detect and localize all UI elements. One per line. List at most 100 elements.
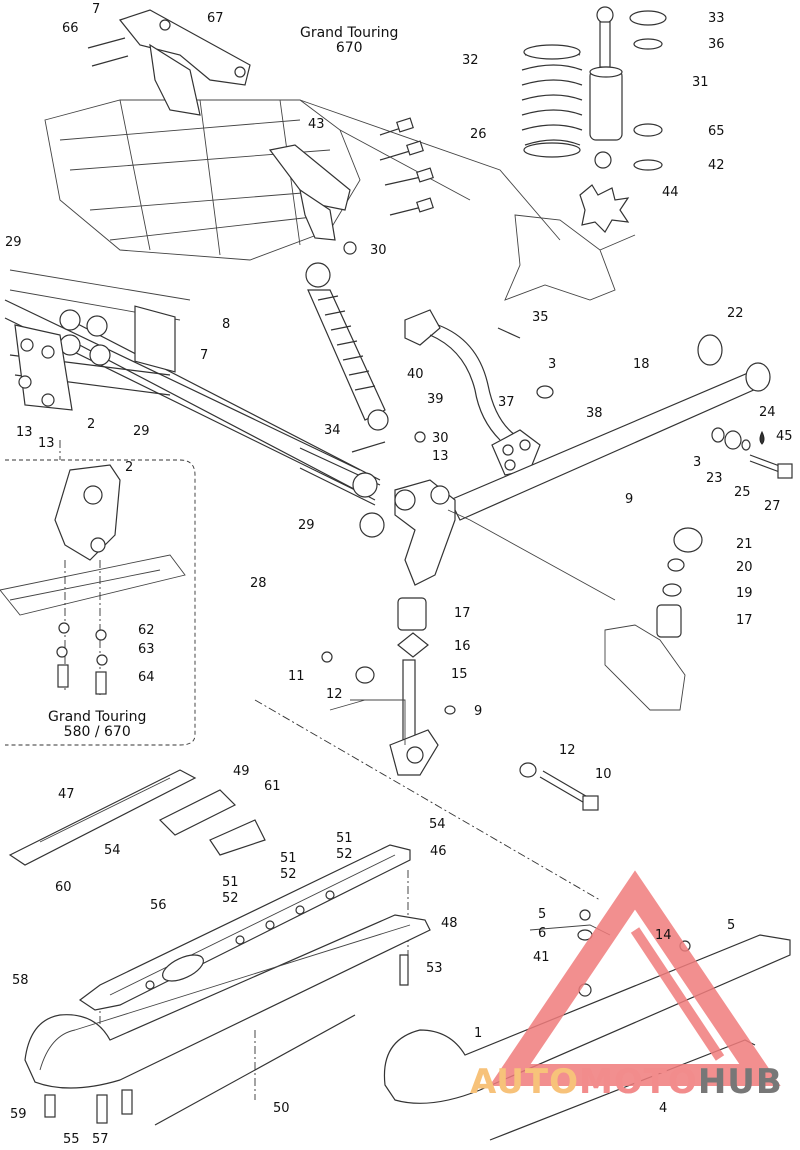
spindle-bolt — [519, 762, 599, 811]
part-label-1: 1 — [474, 1026, 483, 1041]
inset-box — [0, 459, 196, 746]
part-label-42: 42 — [708, 158, 725, 173]
part-label-22: 22 — [727, 306, 744, 321]
front-shock — [305, 241, 426, 453]
part-label-7b: 7 — [200, 348, 209, 363]
part-label-3b: 3 — [693, 455, 702, 470]
part-label-29b: 29 — [133, 424, 150, 439]
runner-bar — [8, 769, 266, 866]
part-label-7: 7 — [92, 2, 101, 17]
part-label-20: 20 — [736, 560, 753, 575]
part-label-49: 49 — [233, 764, 250, 779]
part-label-46: 46 — [430, 844, 447, 859]
part-label-4: 4 — [659, 1101, 668, 1116]
part-label-5b: 5 — [727, 918, 736, 933]
part-label-54b: 54 — [104, 843, 121, 858]
part-label-25: 25 — [734, 485, 751, 500]
upper-bracket — [87, 9, 251, 116]
part-label-51: 51 — [336, 831, 353, 846]
part-label-32: 32 — [462, 53, 479, 68]
part-label-55: 55 — [63, 1132, 80, 1147]
part-label-24: 24 — [759, 405, 776, 420]
part-label-47: 47 — [58, 787, 75, 802]
part-label-58: 58 — [12, 973, 29, 988]
part-label-15: 15 — [451, 667, 468, 682]
part-label-51b: 51 — [280, 851, 297, 866]
watermark-moto: MOTO — [578, 1062, 698, 1102]
part-label-57: 57 — [92, 1132, 109, 1147]
steering-linkage — [404, 309, 554, 476]
part-label-28: 28 — [250, 576, 267, 591]
part-label-11: 11 — [288, 669, 305, 684]
part-label-60: 60 — [55, 880, 72, 895]
watermark-hub: HUB — [697, 1062, 783, 1102]
part-label-16: 16 — [454, 639, 471, 654]
watermark-text: AUTOMOTOHUB — [470, 1062, 783, 1102]
part-label-21: 21 — [736, 537, 753, 552]
part-label-67: 67 — [207, 11, 224, 26]
part-label-45: 45 — [776, 429, 793, 444]
side-plate — [14, 324, 73, 411]
part-label-6: 6 — [538, 926, 547, 941]
part-label-64: 64 — [138, 670, 155, 685]
part-label-38: 38 — [586, 406, 603, 421]
center-bracket — [268, 117, 434, 241]
part-label-19: 19 — [736, 586, 753, 601]
part-label-50: 50 — [273, 1101, 290, 1116]
part-label-17: 17 — [454, 606, 471, 621]
part-label-48: 48 — [441, 916, 458, 931]
part-label-13: 13 — [16, 425, 33, 440]
caption-grand-touring-670-text: Grand Touring 670 — [300, 25, 399, 57]
part-label-52: 52 — [336, 847, 353, 862]
part-label-44: 44 — [662, 185, 679, 200]
part-label-13c: 13 — [432, 449, 449, 464]
caption-grand-touring-580-670: Grand Touring 580 / 670 — [48, 709, 147, 741]
part-label-13b: 13 — [38, 436, 55, 451]
part-label-54: 54 — [429, 817, 446, 832]
caption-grand-touring-580-670-text: Grand Touring 580 / 670 — [48, 709, 147, 741]
part-label-37: 37 — [498, 395, 515, 410]
part-label-52c: 52 — [222, 891, 239, 906]
part-label-66: 66 — [62, 21, 79, 36]
ski-leg-inset — [604, 527, 703, 711]
steering-bracket — [504, 214, 636, 301]
ski-upper — [78, 844, 411, 1011]
part-label-29c: 29 — [298, 518, 315, 533]
ski-bolts — [44, 1089, 133, 1124]
part-label-18: 18 — [633, 357, 650, 372]
part-label-34: 34 — [324, 423, 341, 438]
part-label-27: 27 — [764, 499, 781, 514]
part-label-29: 29 — [5, 235, 22, 250]
part-label-52b: 52 — [280, 867, 297, 882]
part-label-5: 5 — [538, 907, 547, 922]
part-label-17b: 17 — [736, 613, 753, 628]
part-label-56: 56 — [150, 898, 167, 913]
part-label-31: 31 — [692, 75, 709, 90]
part-label-3: 3 — [548, 357, 557, 372]
part-label-12: 12 — [326, 687, 343, 702]
part-label-53: 53 — [426, 961, 443, 976]
part-label-2b: 2 — [125, 460, 134, 475]
trailing-arm — [394, 334, 771, 586]
part-label-10: 10 — [595, 767, 612, 782]
part-label-43: 43 — [308, 117, 325, 132]
watermark-auto: AUTO — [470, 1062, 579, 1102]
part-label-51c: 51 — [222, 875, 239, 890]
part-label-26: 26 — [470, 127, 487, 142]
caption-grand-touring-670: Grand Touring 670 — [300, 25, 399, 57]
part-label-63: 63 — [138, 642, 155, 657]
part-label-61: 61 — [264, 779, 281, 794]
part-label-23: 23 — [706, 471, 723, 486]
part-label-36: 36 — [708, 37, 725, 52]
part-label-14: 14 — [655, 928, 672, 943]
ski-lower — [24, 914, 431, 1126]
part-label-39: 39 — [427, 392, 444, 407]
part-label-30: 30 — [370, 243, 387, 258]
part-label-9b: 9 — [474, 704, 483, 719]
spindle-assembly — [321, 597, 456, 776]
part-label-59: 59 — [10, 1107, 27, 1122]
shock-absorber-assembly — [521, 6, 667, 233]
watermark-logo — [489, 870, 781, 1086]
part-label-62: 62 — [138, 623, 155, 638]
